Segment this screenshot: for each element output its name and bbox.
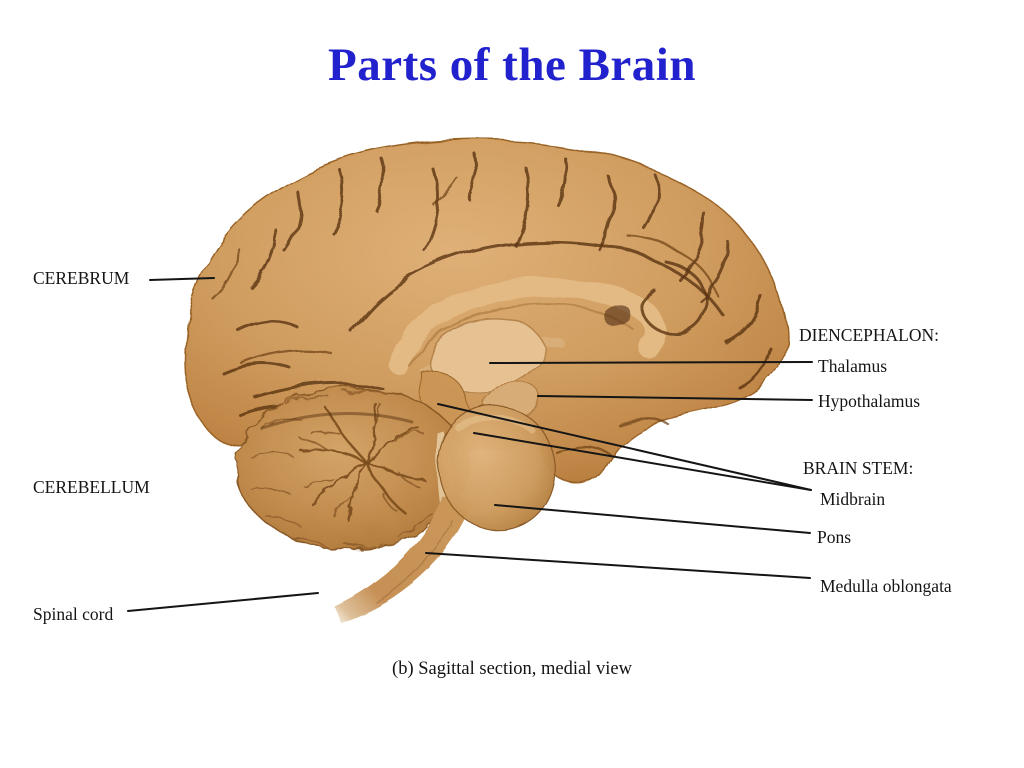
sulcus-line (642, 173, 659, 230)
arbor-branch (397, 471, 421, 489)
label-diencephalon-heading: DIENCEPHALON: (799, 325, 939, 345)
sulcus-line (236, 319, 298, 332)
arbor-branch (346, 460, 368, 522)
ventricle-dark-spot (604, 306, 632, 326)
arbor-branch (364, 460, 426, 482)
label-spinal-cord: Spinal cord (33, 604, 114, 624)
arbor-branch (395, 431, 423, 443)
leader-line-thalamus (489, 361, 813, 364)
leader-line-midbrain-upper (437, 403, 812, 491)
sulcus-line (220, 361, 292, 374)
leader-line-hypothalamus (537, 395, 813, 401)
leader-line-midbrain-lower (473, 432, 812, 491)
label-cerebrum: CEREBRUM (33, 268, 130, 288)
label-thalamus: Thalamus (818, 356, 888, 376)
sulcus-line (432, 177, 460, 207)
label-midbrain: Midbrain (820, 489, 886, 509)
sulcus-line (628, 236, 720, 298)
arbor-branch (299, 437, 331, 453)
sulcus-line (513, 164, 530, 247)
figure-caption: (b) Sagittal section, medial view (392, 659, 632, 679)
medulla-spinal-cord-shape (334, 496, 472, 622)
arbor-branch (305, 477, 333, 489)
leader-line-cerebrum (149, 277, 215, 281)
label-pons: Pons (817, 527, 852, 547)
folia-ridge (285, 395, 331, 405)
pons-shape (438, 404, 556, 532)
folia-ridge (265, 515, 303, 529)
sulcus-line (468, 152, 479, 202)
sulcus-line (238, 348, 332, 364)
sulcus-line (254, 383, 386, 400)
page-title: Parts of the Brain (328, 39, 696, 91)
folia-ridge (251, 488, 293, 497)
sulcus-line (330, 168, 346, 234)
transverse-fissure-line (260, 411, 414, 430)
arbor-branch (310, 460, 368, 506)
sulcus-line (284, 190, 303, 254)
sulcus-line (250, 228, 278, 290)
sulcus-line (598, 176, 615, 252)
cingulate-sulcus-line (350, 240, 724, 334)
label-hypothalamus: Hypothalamus (818, 391, 921, 411)
sulcus-line (556, 155, 568, 207)
sulcus-line (376, 158, 388, 214)
sulcus-line (738, 346, 772, 390)
arbor-branch (364, 402, 378, 464)
leader-lines (127, 277, 813, 612)
sulcus-line (554, 444, 612, 456)
arbor-branch (333, 495, 353, 517)
label-brain-stem-heading: BRAIN STEM: (803, 458, 914, 478)
folia-ridge (397, 513, 433, 537)
corpus-callosum-shape (389, 277, 667, 376)
folia-ridge (343, 543, 383, 548)
folia-ridge (343, 388, 385, 393)
arbor-branch (364, 426, 420, 464)
leader-line-medulla (425, 552, 811, 579)
label-cerebellum: CEREBELLUM (33, 477, 150, 497)
folia-ridge (251, 452, 293, 459)
arbor-branch (381, 491, 399, 513)
sulcus-line (642, 260, 708, 336)
sulcus-line (678, 212, 707, 282)
arbor-branch (311, 430, 341, 435)
brainstem-group (334, 404, 556, 622)
arbor-branch (298, 448, 368, 464)
arbor-branch (364, 460, 408, 516)
cerebrum-sulci (212, 152, 772, 456)
medulla-edge-line (375, 519, 453, 604)
cerebellum-group (235, 386, 469, 550)
corpus-callosum-inner-line (409, 305, 635, 369)
leader-line-pons (494, 504, 811, 534)
label-medulla-oblongata: Medulla oblongata (820, 576, 952, 596)
sulcus-line (422, 168, 440, 252)
sulcus-line (616, 416, 670, 426)
leader-line-spinal-cord (127, 592, 319, 612)
sulcus-line (724, 294, 763, 344)
sulcus-line (212, 246, 240, 302)
folia-ridge (289, 535, 327, 547)
